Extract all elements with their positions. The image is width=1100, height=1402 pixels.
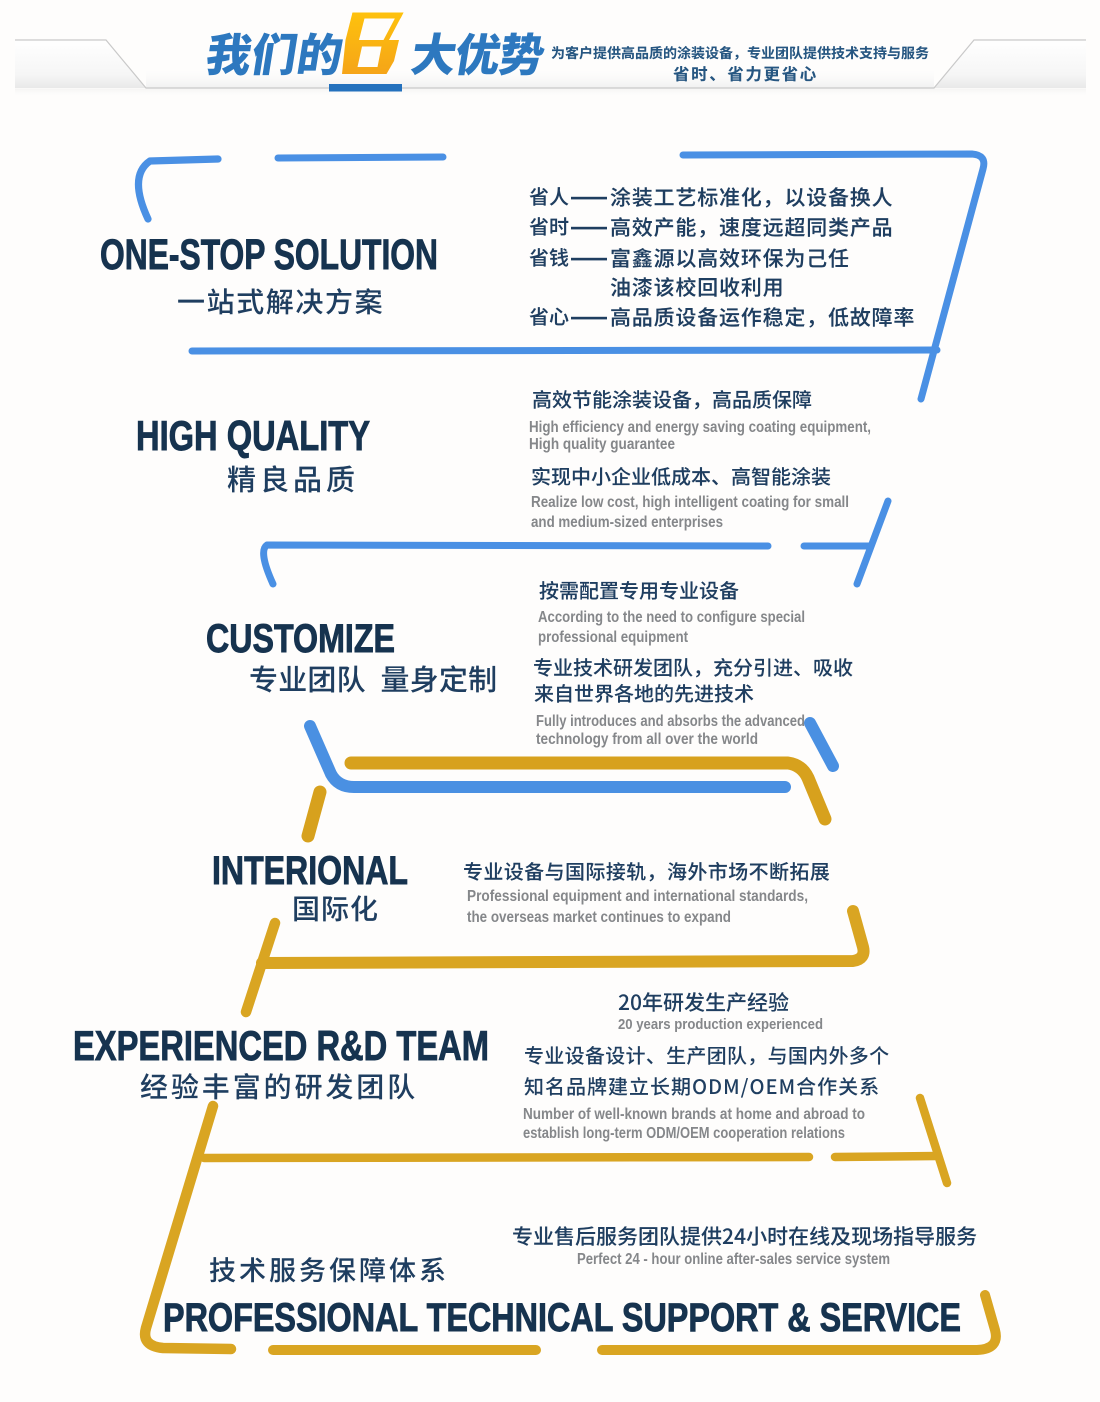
svg-text:High efficiency and energy sav: High efficiency and energy saving coatin…	[529, 419, 871, 436]
svg-text:Realize low cost, high intelli: Realize low cost, high intelligent coati…	[531, 494, 849, 511]
svg-text:professional equipment: professional equipment	[538, 629, 689, 646]
svg-text:establish long-term ODM/OEM co: establish long-term ODM/OEM cooperation …	[523, 1125, 845, 1142]
svg-text:EXPERIENCED R&D TEAM: EXPERIENCED R&D TEAM	[73, 1022, 489, 1069]
svg-text:Number of well-known brands at: Number of well-known brands at home and …	[523, 1106, 865, 1123]
svg-text:CUSTOMIZE: CUSTOMIZE	[206, 617, 395, 661]
svg-text:the overseas market continues: the overseas market continues to expand	[467, 909, 731, 926]
svg-text:INTERIONAL: INTERIONAL	[212, 849, 408, 893]
svg-text:HIGH QUALITY: HIGH QUALITY	[136, 412, 370, 459]
svg-text:Fully introduces and absorbs t: Fully introduces and absorbs the advance…	[536, 713, 805, 730]
svg-text:High quality guarantee: High quality guarantee	[529, 436, 675, 453]
svg-text:technology from all over the w: technology from all over the world	[536, 731, 758, 748]
svg-text:Professional equipment and int: Professional equipment and international…	[467, 888, 808, 905]
svg-text:According to the need to confi: According to the need to configure speci…	[538, 609, 805, 626]
svg-text:20 years production experience: 20 years production experienced	[618, 1016, 823, 1033]
svg-text:Perfect 24 - hour online after: Perfect 24 - hour online after-sales ser…	[577, 1251, 890, 1268]
svg-text:ONE-STOP SOLUTION: ONE-STOP SOLUTION	[100, 231, 438, 279]
svg-text:and medium-sized enterprises: and medium-sized enterprises	[531, 514, 723, 531]
svg-text:PROFESSIONAL TECHNICAL SUPPORT: PROFESSIONAL TECHNICAL SUPPORT & SERVICE	[163, 1296, 961, 1340]
